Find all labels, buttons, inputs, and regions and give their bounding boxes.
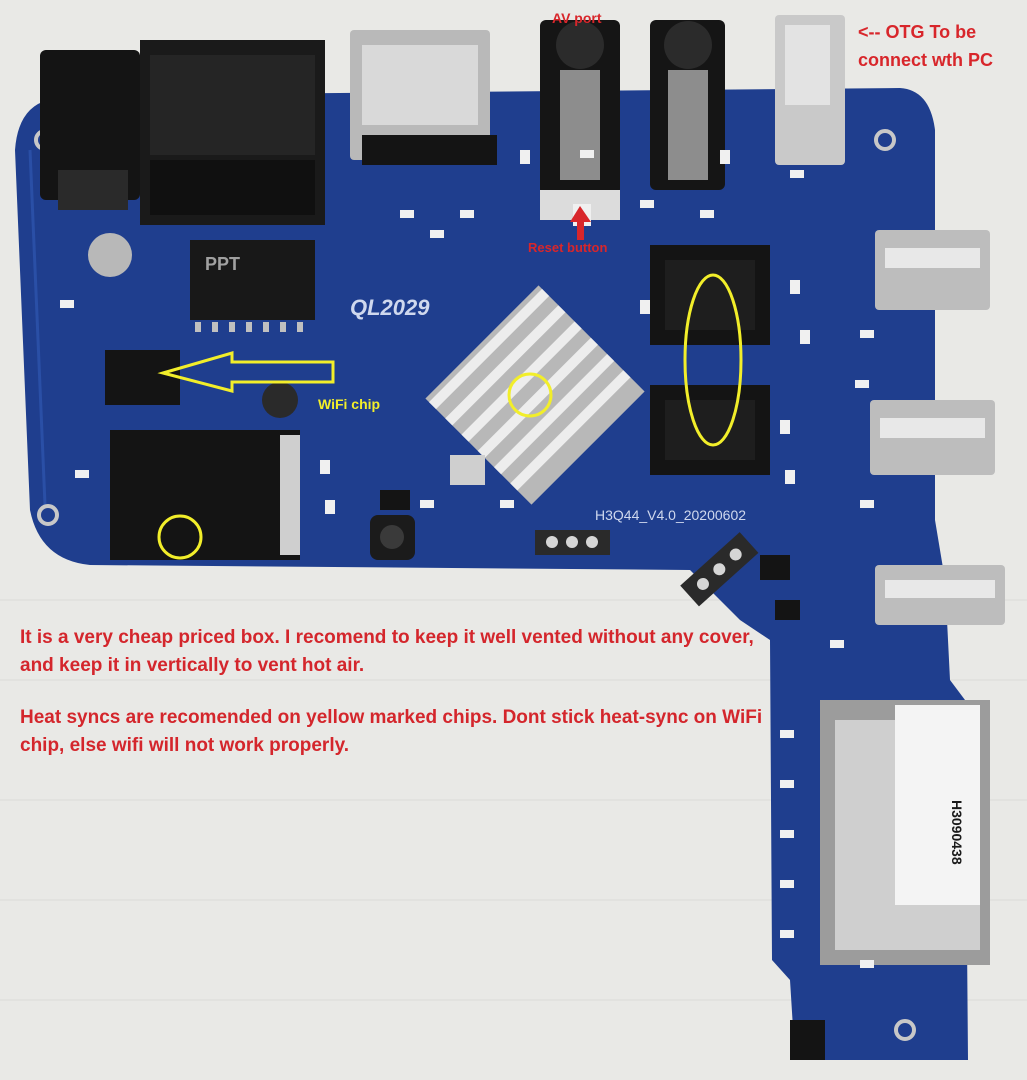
board-version-silkscreen: H3Q44_V4.0_20200602 bbox=[595, 507, 746, 523]
transformer-brand-label: PPT bbox=[205, 254, 240, 274]
sd-sticker-code: H3090438 bbox=[949, 800, 965, 865]
ethernet-transformer bbox=[190, 240, 315, 320]
emmc-highlight-circle bbox=[157, 514, 203, 560]
yellow-annotations bbox=[157, 273, 743, 560]
otg-label: <-- OTG To be bbox=[858, 22, 977, 42]
av-port-label: AV port bbox=[552, 10, 602, 26]
emmc-chip bbox=[110, 430, 300, 560]
otg-label-line2: connect wth PC bbox=[858, 50, 994, 70]
capacitor bbox=[88, 233, 132, 277]
cpu-heatsink bbox=[425, 285, 645, 505]
dc-jack bbox=[40, 50, 140, 200]
wifi-arrow bbox=[157, 351, 335, 393]
ram-highlight-ellipse bbox=[683, 273, 743, 447]
smd-components bbox=[60, 150, 874, 968]
note-paragraph-2: Heat syncs are recomended on yellow mark… bbox=[20, 707, 763, 756]
reset-button-label: Reset button bbox=[528, 240, 608, 255]
board-model-silkscreen: QL2029 bbox=[350, 295, 430, 320]
note-paragraph-1: It is a very cheap priced box. I recomen… bbox=[20, 627, 754, 676]
wifi-chip-label: WiFi chip bbox=[318, 396, 381, 412]
cpu-highlight-circle bbox=[507, 372, 553, 418]
wifi-chip bbox=[105, 350, 180, 405]
reset-arrow bbox=[570, 206, 591, 240]
av-jacks bbox=[540, 20, 725, 195]
crystal bbox=[450, 455, 485, 485]
note-text: It is a very cheap priced box. I recomen… bbox=[20, 624, 780, 760]
usb-ports bbox=[870, 230, 1005, 625]
